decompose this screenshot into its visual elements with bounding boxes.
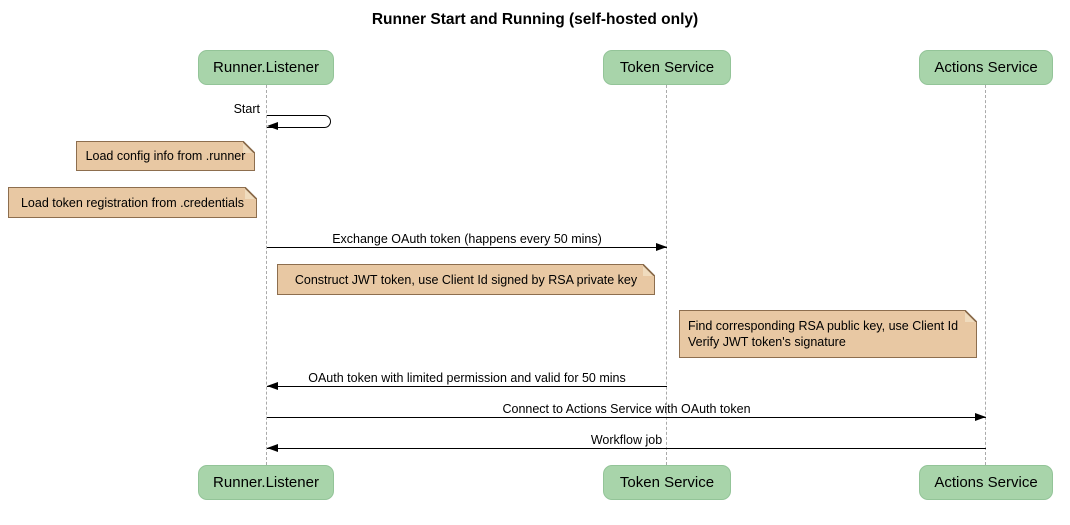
message-label-exchange-oauth: Exchange OAuth token (happens every 50 m… [332,232,602,246]
message-line [267,247,667,248]
message-line [267,448,986,449]
participant-token-service-top: Token Service [603,50,731,85]
message-label-oauth-token-back: OAuth token with limited permission and … [308,371,626,385]
arrowhead-left-icon [267,382,278,390]
self-message-arrow-start [267,115,331,128]
arrowhead-right-icon [975,413,986,421]
lifeline-token-service [666,85,667,465]
message-line [267,417,986,418]
message-label-connect-actions: Connect to Actions Service with OAuth to… [502,402,751,416]
message-line [267,386,667,387]
note-verify-jwt-line1: Find corresponding RSA public key, use C… [688,319,959,333]
participant-runner-listener-top: Runner.Listener [198,50,334,85]
note-load-config: Load config info from .runner [76,141,255,171]
participant-runner-listener-bottom: Runner.Listener [198,465,334,500]
note-construct-jwt: Construct JWT token, use Client Id signe… [277,264,655,295]
message-label-start: Start [233,102,260,116]
note-verify-jwt: Find corresponding RSA public key, use C… [679,310,977,358]
arrowhead-left-icon [267,122,278,130]
lifeline-runner-listener [266,85,267,465]
message-label-workflow-job: Workflow job [590,433,663,447]
note-verify-jwt-line2: Verify JWT token's signature [688,335,846,349]
arrowhead-right-icon [656,243,667,251]
arrowhead-left-icon [267,444,278,452]
participant-actions-service-bottom: Actions Service [919,465,1053,500]
diagram-title: Runner Start and Running (self-hosted on… [371,11,699,28]
note-load-token-registration: Load token registration from .credential… [8,187,257,218]
participant-token-service-bottom: Token Service [603,465,731,500]
lifeline-actions-service [985,85,986,465]
participant-actions-service-top: Actions Service [919,50,1053,85]
